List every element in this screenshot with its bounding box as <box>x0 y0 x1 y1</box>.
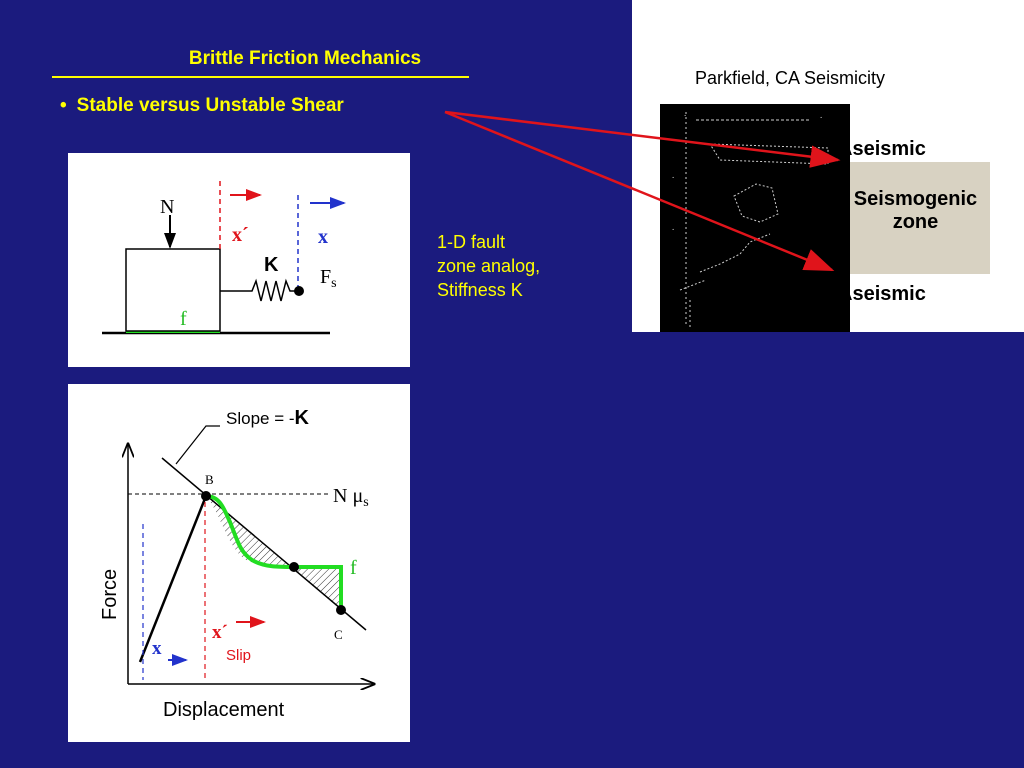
seismicity-cross-section-image: . . . . <box>660 104 850 332</box>
slope-line <box>161 457 367 631</box>
point-c-marker <box>336 605 346 615</box>
slope-label: Slope = -K <box>226 407 310 429</box>
x-bottom-label: x <box>152 638 162 659</box>
spring-block-diagram: N x´ x K Fs f <box>102 181 346 335</box>
seismogenic-zone-label: Seismogenic zone <box>838 188 993 234</box>
friction-curve-label: f <box>350 557 357 579</box>
static-mu: μ <box>352 485 363 507</box>
seismogenic-zone-box <box>850 162 990 274</box>
seismogenic-line-2: zone <box>892 211 939 233</box>
sliding-block <box>125 248 221 332</box>
slide-title: Brittle Friction Mechanics <box>188 48 422 69</box>
shear-force-subscript: s <box>331 276 336 291</box>
friction-curve <box>205 494 343 610</box>
static-friction-label: N μs <box>333 485 369 510</box>
svg-text:.: . <box>820 110 822 120</box>
stiffness-label: K <box>264 254 279 276</box>
slope-leader <box>175 425 220 465</box>
spring-end-point <box>294 286 304 296</box>
static-n: N <box>333 485 352 507</box>
normal-load-label: N <box>160 196 174 218</box>
svg-text:.: . <box>672 170 674 180</box>
spring <box>220 278 298 302</box>
slip-label: Slip <box>226 647 251 664</box>
x-prime-label: x´ <box>232 224 249 246</box>
y-axis-label: Force <box>99 569 121 620</box>
fault-note-line-2: zone analog, <box>437 256 541 276</box>
aseismic-bottom-label: Aseismic <box>838 283 926 305</box>
slope-label-text: Slope = - <box>226 409 295 428</box>
static-sub: s <box>363 495 368 510</box>
point-b-label: B <box>205 472 214 487</box>
parkfield-title: Parkfield, CA Seismicity <box>695 68 886 88</box>
fault-note-line-3: Stiffness K <box>437 280 523 300</box>
title-underline <box>52 76 469 78</box>
point-mid-marker <box>289 562 299 572</box>
bullet-text: Stable versus Unstable Shear <box>76 95 344 116</box>
fault-note-line-1: 1-D fault <box>437 232 506 252</box>
bullet-item: • Stable versus Unstable Shear <box>60 95 344 117</box>
point-b-marker <box>201 491 211 501</box>
slope-label-k: K <box>295 407 310 429</box>
fault-analog-note: 1-D fault zone analog, Stiffness K <box>437 230 540 302</box>
force-displacement-panel: Slope = -K B C N μs f Force Displacement… <box>68 384 410 742</box>
aseismic-top-label: Aseismic <box>838 138 926 160</box>
x-axis-label: Displacement <box>163 699 285 721</box>
spring-block-panel: N x´ x K Fs f <box>68 153 410 367</box>
bullet-dot-icon: • <box>60 95 67 116</box>
point-c-label: C <box>334 627 343 642</box>
svg-text:.: . <box>684 108 686 118</box>
friction-label: f <box>180 308 187 330</box>
seismogenic-line-1: Seismogenic <box>853 188 978 210</box>
seismicity-plot: . . . . <box>672 108 829 328</box>
shear-force-symbol: F <box>320 266 331 288</box>
force-displacement-graph: Slope = -K B C N μs f Force Displacement… <box>99 407 410 721</box>
x-prime-bottom-label: x´ <box>212 622 228 643</box>
svg-text:.: . <box>672 222 674 232</box>
shear-force-label: Fs <box>320 266 337 291</box>
x-label: x <box>318 226 328 248</box>
loading-line <box>138 495 208 663</box>
